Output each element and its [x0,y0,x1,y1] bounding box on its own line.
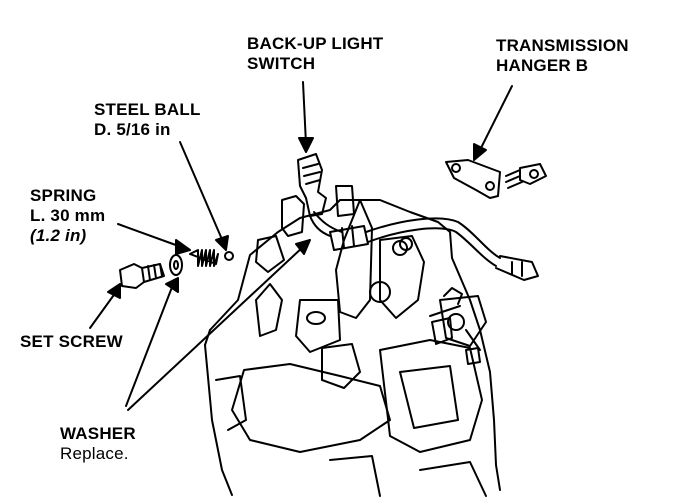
backup-light-switch-line2: SWITCH [247,54,316,73]
transmission-hanger-b [446,160,546,198]
spring-line3: (1.2 in) [30,226,87,245]
steel-ball-label: STEEL BALL D. 5/16 in [94,100,201,140]
washer-line1: WASHER [60,424,136,443]
spring-line2: L. 30 mm [30,206,106,225]
transmission-hanger-line2: HANGER B [496,56,589,75]
washer [170,255,182,275]
spring-label: SPRING L. 30 mm (1.2 in) [30,186,105,246]
washer-label: WASHER Replace. [60,424,136,464]
spring-line1: SPRING [30,186,97,205]
leader-lines [90,82,512,410]
transmission-hanger-line1: TRANSMISSION [496,36,629,55]
harness-clip [432,318,480,364]
steel-ball-line1: STEEL BALL [94,100,201,119]
steel-ball [225,252,233,260]
set-screw-label: SET SCREW [20,332,123,351]
backup-light-switch [298,154,538,280]
backup-light-switch-label: BACK-UP LIGHT SWITCH [247,34,383,74]
backup-light-switch-line1: BACK-UP LIGHT [247,34,384,53]
washer-line2: Replace. [60,444,129,463]
spring [190,250,218,266]
set-screw [120,264,164,288]
transmission-hanger-label: TRANSMISSION HANGER B [496,36,629,76]
steel-ball-line2: D. 5/16 in [94,120,171,139]
